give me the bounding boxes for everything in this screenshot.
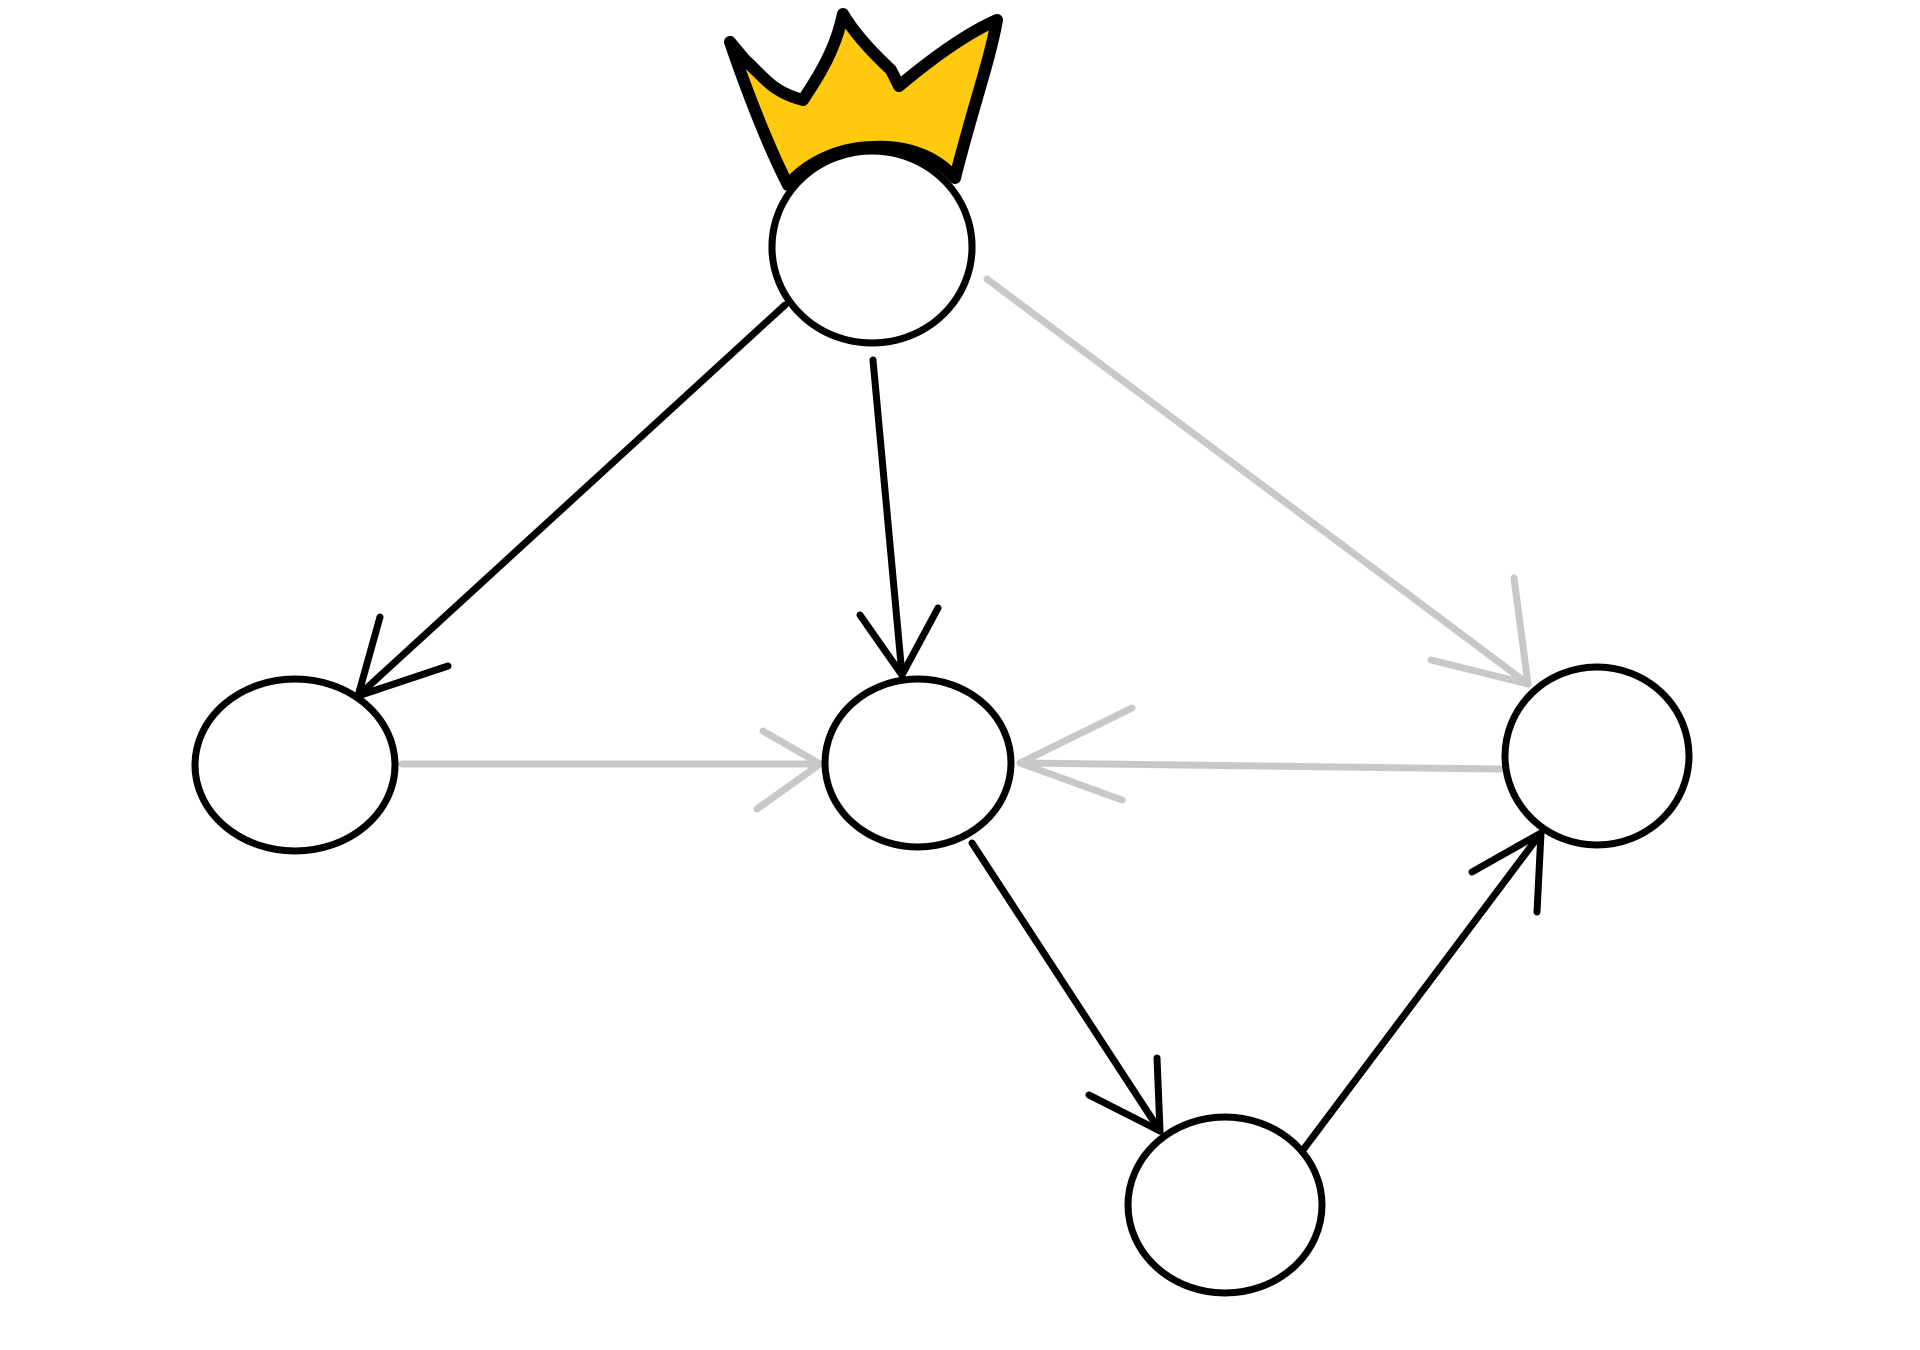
node-circle bbox=[191, 675, 399, 855]
edge-line bbox=[983, 275, 1532, 688]
node-circle bbox=[821, 675, 1015, 851]
edges-layer bbox=[354, 275, 1545, 1154]
arrowhead-icon bbox=[856, 604, 942, 679]
crown-shape bbox=[724, 8, 1003, 191]
crown-icon bbox=[724, 8, 1003, 347]
nodes-layer bbox=[191, 147, 1693, 1297]
edge-center-to-bottom bbox=[968, 839, 1164, 1135]
edge-line bbox=[1016, 759, 1504, 773]
node-bottom bbox=[1124, 1113, 1326, 1297]
node-left bbox=[191, 675, 399, 855]
arrowhead-icon bbox=[1016, 704, 1136, 804]
node-circle bbox=[1124, 1113, 1326, 1297]
arrowhead-icon bbox=[1427, 574, 1532, 688]
arrowhead-icon bbox=[753, 727, 824, 813]
node-right bbox=[1501, 663, 1693, 849]
arrowhead-icon bbox=[1085, 1054, 1164, 1135]
root-node-overlay bbox=[768, 147, 976, 347]
edge-left-to-center bbox=[398, 727, 824, 813]
edge-right-to-center bbox=[1016, 704, 1504, 804]
edge-line bbox=[1299, 829, 1545, 1154]
edge-line bbox=[354, 301, 789, 700]
edge-line bbox=[869, 356, 906, 679]
node-center bbox=[821, 675, 1015, 851]
edge-root-to-right bbox=[983, 275, 1532, 688]
edge-root-to-center bbox=[856, 356, 942, 679]
edge-root-to-left bbox=[354, 301, 789, 700]
edge-line bbox=[968, 839, 1164, 1135]
edge-bottom-to-right bbox=[1299, 829, 1545, 1154]
arrowhead-icon bbox=[1468, 829, 1545, 916]
node-circle bbox=[1501, 663, 1693, 849]
